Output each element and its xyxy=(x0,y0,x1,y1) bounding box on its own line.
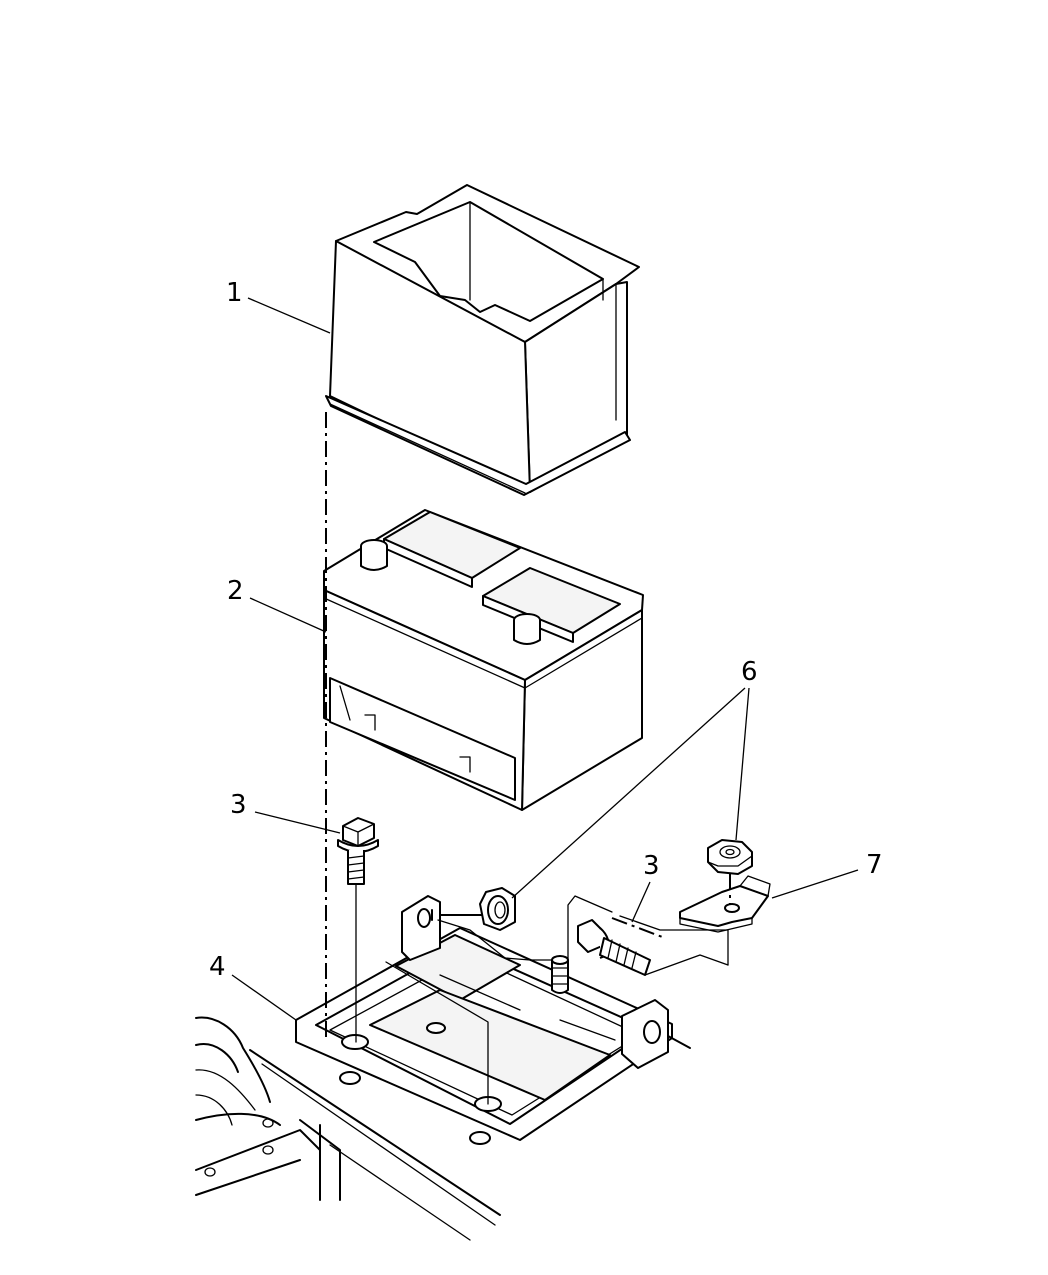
leader-3b xyxy=(631,881,651,923)
callout-3-left: 3 xyxy=(230,790,247,820)
leader-7 xyxy=(771,869,859,899)
part-4-battery-tray xyxy=(295,895,729,1145)
engine-bay-background xyxy=(195,1016,501,1241)
part-2-battery xyxy=(323,509,644,811)
part-3-bolt-left xyxy=(337,817,379,885)
leader-1 xyxy=(247,297,331,334)
leader-2 xyxy=(249,597,327,633)
callout-labels: 1 2 3 3 4 6 7 xyxy=(209,278,883,982)
callout-6: 6 xyxy=(741,657,758,687)
callout-4: 4 xyxy=(209,952,226,982)
callout-3-right: 3 xyxy=(643,851,660,881)
leader-6b xyxy=(735,687,750,841)
part-6-nut-right xyxy=(707,839,753,875)
callout-1: 1 xyxy=(226,278,243,308)
leader-3a xyxy=(254,811,341,834)
alignment-lines xyxy=(325,412,731,1105)
callout-leaders xyxy=(231,297,859,1021)
leader-6a xyxy=(511,687,746,899)
part-1-battery-insulator xyxy=(325,184,640,496)
part-7-hold-down-bracket xyxy=(679,875,771,933)
leader-4 xyxy=(231,974,297,1021)
part-3-bolt-right xyxy=(577,919,651,976)
callout-7: 7 xyxy=(866,850,883,880)
callout-2: 2 xyxy=(227,576,244,606)
part-6-nut-middle xyxy=(431,887,516,931)
